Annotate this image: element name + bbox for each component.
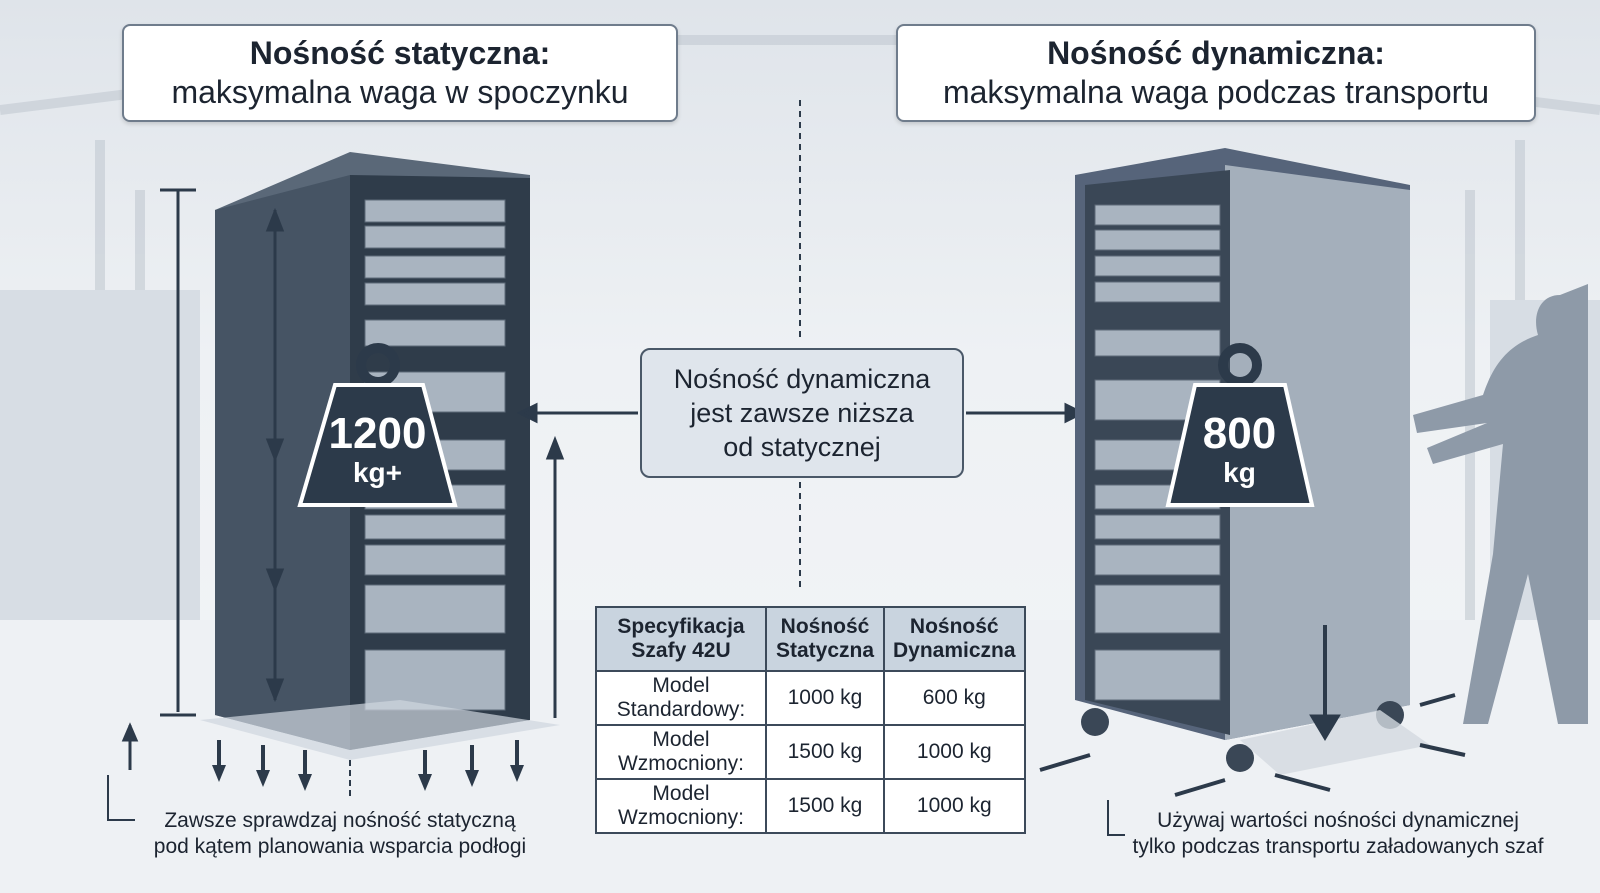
cell-dynamic: 1000 kg <box>883 724 1026 780</box>
title-heading: Nośność dynamiczna: <box>1047 35 1385 71</box>
cell-static: 1000 kg <box>765 670 885 726</box>
header-static: Nośność Statyczna <box>765 606 885 672</box>
spec-table: Specyfikacja Szafy 42U Nośność Statyczna… <box>595 606 1026 834</box>
worker-silhouette <box>1413 284 1588 724</box>
callout-line: Nośność dynamiczna <box>673 364 931 394</box>
cell-static: 1500 kg <box>765 778 885 834</box>
cell-model: Model Wzmocniony: <box>595 724 767 780</box>
caption-line: Używaj wartości nośności dynamicznej <box>1157 809 1519 832</box>
weight-unit: kg <box>1223 457 1256 488</box>
callout-line: jest zawsze niższa <box>690 398 914 428</box>
cell-dynamic: 600 kg <box>883 670 1026 726</box>
title-heading: Nośność statyczna: <box>249 35 551 71</box>
title-subtitle: maksymalna waga w spoczynku <box>171 74 629 110</box>
weight-value: 1200 <box>328 409 427 458</box>
weight-icon-static <box>297 343 458 507</box>
static-capacity-title: Nośność statyczna: maksymalna waga w spo… <box>122 24 678 122</box>
header-spec: Specyfikacja Szafy 42U <box>595 606 767 672</box>
table-row: Model Wzmocniony: 1500 kg 1000 kg <box>595 724 1026 780</box>
table-header-row: Specyfikacja Szafy 42U Nośność Statyczna… <box>595 606 1026 672</box>
dynamic-weight-label: 800 kg <box>1172 410 1307 488</box>
table-row: Model Standardowy: 1000 kg 600 kg <box>595 670 1026 726</box>
cell-dynamic: 1000 kg <box>883 778 1026 834</box>
table-row: Model Wzmocniony: 1500 kg 1000 kg <box>595 778 1026 834</box>
callout-line: od statycznej <box>723 432 881 462</box>
comparison-callout: Nośność dynamiczna jest zawsze niższa od… <box>640 348 964 478</box>
caption-line: tylko podczas transportu załadowanych sz… <box>1132 835 1544 858</box>
comparison-arrows <box>516 402 1086 424</box>
height-arrows <box>121 188 565 770</box>
dynamic-capacity-title: Nośność dynamiczna: maksymalna waga podc… <box>896 24 1536 122</box>
dynamic-caption: Używaj wartości nośności dynamicznej tyl… <box>1108 808 1568 860</box>
weight-icon-dynamic <box>1165 343 1315 507</box>
cell-model: Model Wzmocniony: <box>595 778 767 834</box>
cell-model: Model Standardowy: <box>595 670 767 726</box>
static-weight-label: 1200 kg+ <box>310 410 445 488</box>
header-dynamic: Nośność Dynamiczna <box>883 606 1026 672</box>
load-arrows <box>212 740 524 791</box>
title-subtitle: maksymalna waga podczas transportu <box>942 74 1490 110</box>
static-caption: Zawsze sprawdzaj nośność statyczną pod k… <box>130 808 550 860</box>
weight-unit: kg+ <box>352 457 403 488</box>
background-server-racks <box>0 290 200 620</box>
caption-line: Zawsze sprawdzaj nośność statyczną <box>164 809 516 832</box>
cell-static: 1500 kg <box>765 724 885 780</box>
caption-line: pod kątem planowania wsparcia podłogi <box>153 835 527 858</box>
weight-value: 800 <box>1202 409 1277 458</box>
